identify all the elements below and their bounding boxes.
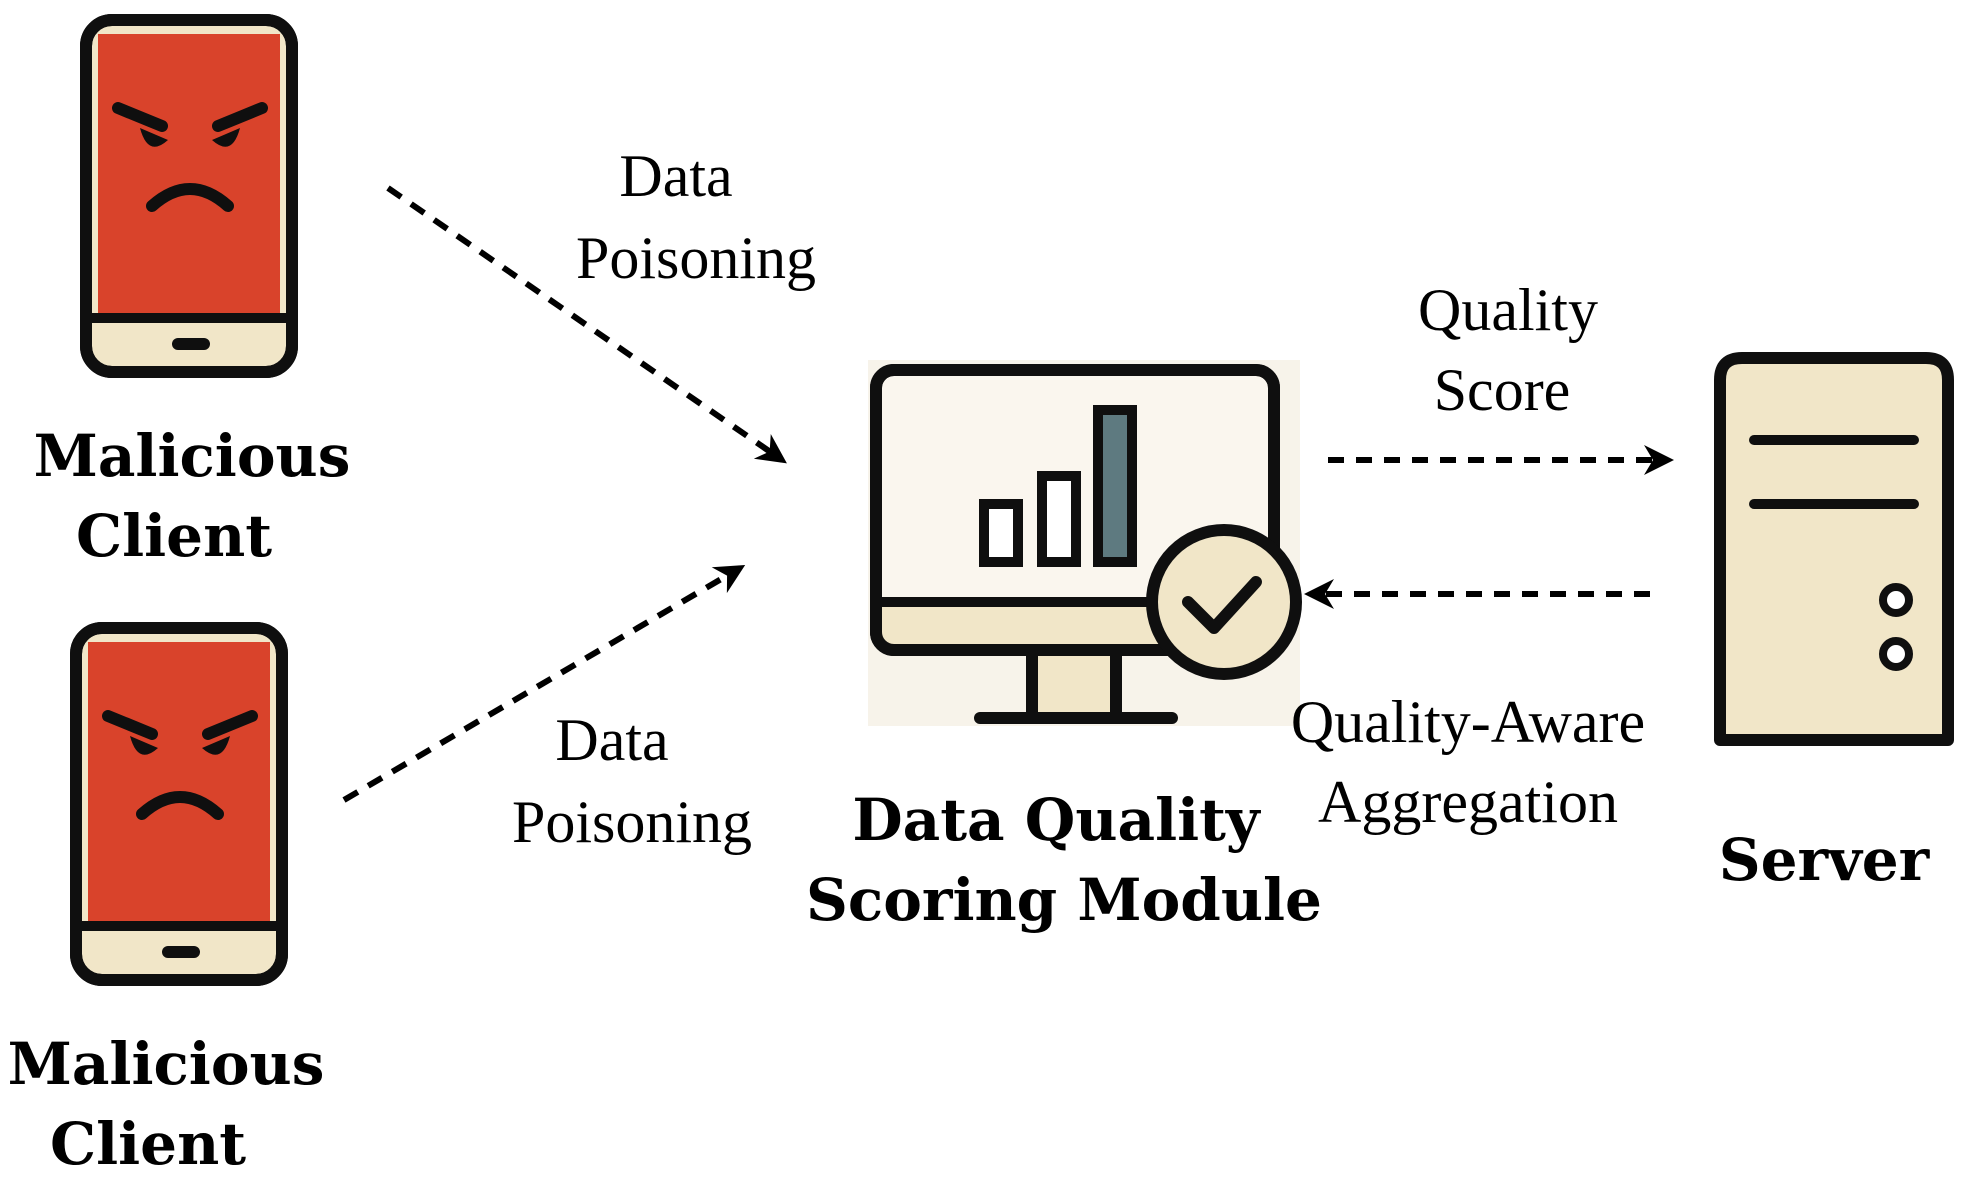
quality-score-label-line2: Score xyxy=(1434,357,1571,423)
module-label-line2: Scoring Module xyxy=(806,866,1322,934)
server-tower-icon xyxy=(1714,352,1954,746)
angry-phone-icon xyxy=(70,622,288,986)
aggregation-label-line1: Quality-Aware xyxy=(1291,689,1645,755)
aggregation-label-line2: Aggregation xyxy=(1318,769,1618,835)
bottom-client-label-line2: Client xyxy=(50,1110,246,1178)
top-poisoning-label-line2: Poisoning xyxy=(576,225,816,291)
top-client-label-line1: Malicious xyxy=(34,422,351,490)
bottom-poisoning-arrow xyxy=(342,564,746,803)
angry-phone-icon xyxy=(80,14,298,378)
bottom-poisoning-label-line2: Poisoning xyxy=(512,789,752,855)
bottom-poisoning-label-line1: Data xyxy=(555,707,668,773)
top-poisoning-label-line1: Data xyxy=(619,143,732,209)
monitor-chart-check-icon xyxy=(868,360,1302,726)
server-label: Server xyxy=(1719,826,1931,894)
quality-score-label-line1: Quality xyxy=(1418,277,1598,343)
module-label-line1: Data Quality xyxy=(852,786,1262,854)
top-client-label-line2: Client xyxy=(76,502,272,570)
bottom-client-label-line1: Malicious xyxy=(8,1030,325,1098)
top-poisoning-arrow xyxy=(386,185,787,464)
